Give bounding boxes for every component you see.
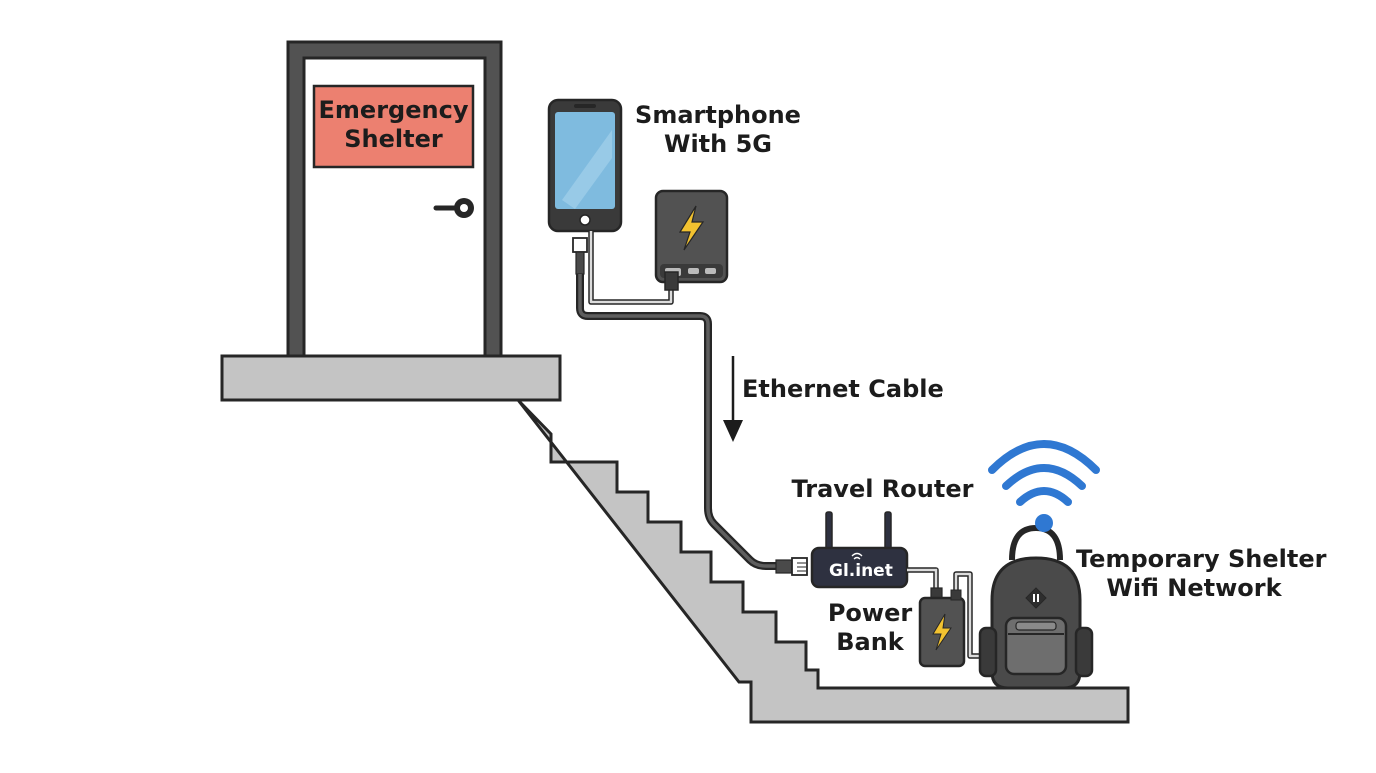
ethernet-cable-label: Ethernet Cable [742,375,944,403]
router-antenna-right [884,511,892,553]
backpack-logo [1025,587,1047,609]
backpack-strap [1009,524,1063,561]
lightning-bolt-small-icon [932,613,952,651]
smartphone-label-line2: With 5G [663,129,772,158]
router-antenna-left [825,511,833,553]
travel-router-label: Travel Router [791,475,974,503]
power-bank-label-line1: Power [827,599,913,627]
smartphone-label-line1: Smartphone [635,101,801,129]
ethernet-plug-icon [572,237,588,253]
backpack-side-pocket-left [978,626,998,678]
door-sign [312,84,475,169]
door-sign-line2: Shelter [344,124,443,153]
door-sign-text: Emergency Shelter [314,96,473,154]
router-brand-label: Gl.inet [829,561,893,581]
shelter-wifi-label: Temporary Shelter Wifi Network [1076,545,1327,603]
phone-screen [555,112,615,209]
power-bank-label: Power Bank [820,599,920,657]
wifi-signal-icon [988,440,1100,532]
backpack-side-pocket-right [1074,626,1094,678]
shelter-wifi-label-line1: Temporary Shelter [1076,545,1327,573]
lightning-bolt-icon [678,205,705,251]
staircase [220,354,1130,724]
shelter-wifi-label-line2: Wifi Network [1106,573,1282,602]
backpack-front-pocket [1004,616,1068,676]
smartphone-label: Smartphone With 5G [628,101,808,159]
router-ethernet-plug [775,559,793,574]
phone-home-button [579,214,591,226]
door-sign-line1: Emergency [318,96,469,124]
power-bank-label-line2: Bank [836,627,904,656]
